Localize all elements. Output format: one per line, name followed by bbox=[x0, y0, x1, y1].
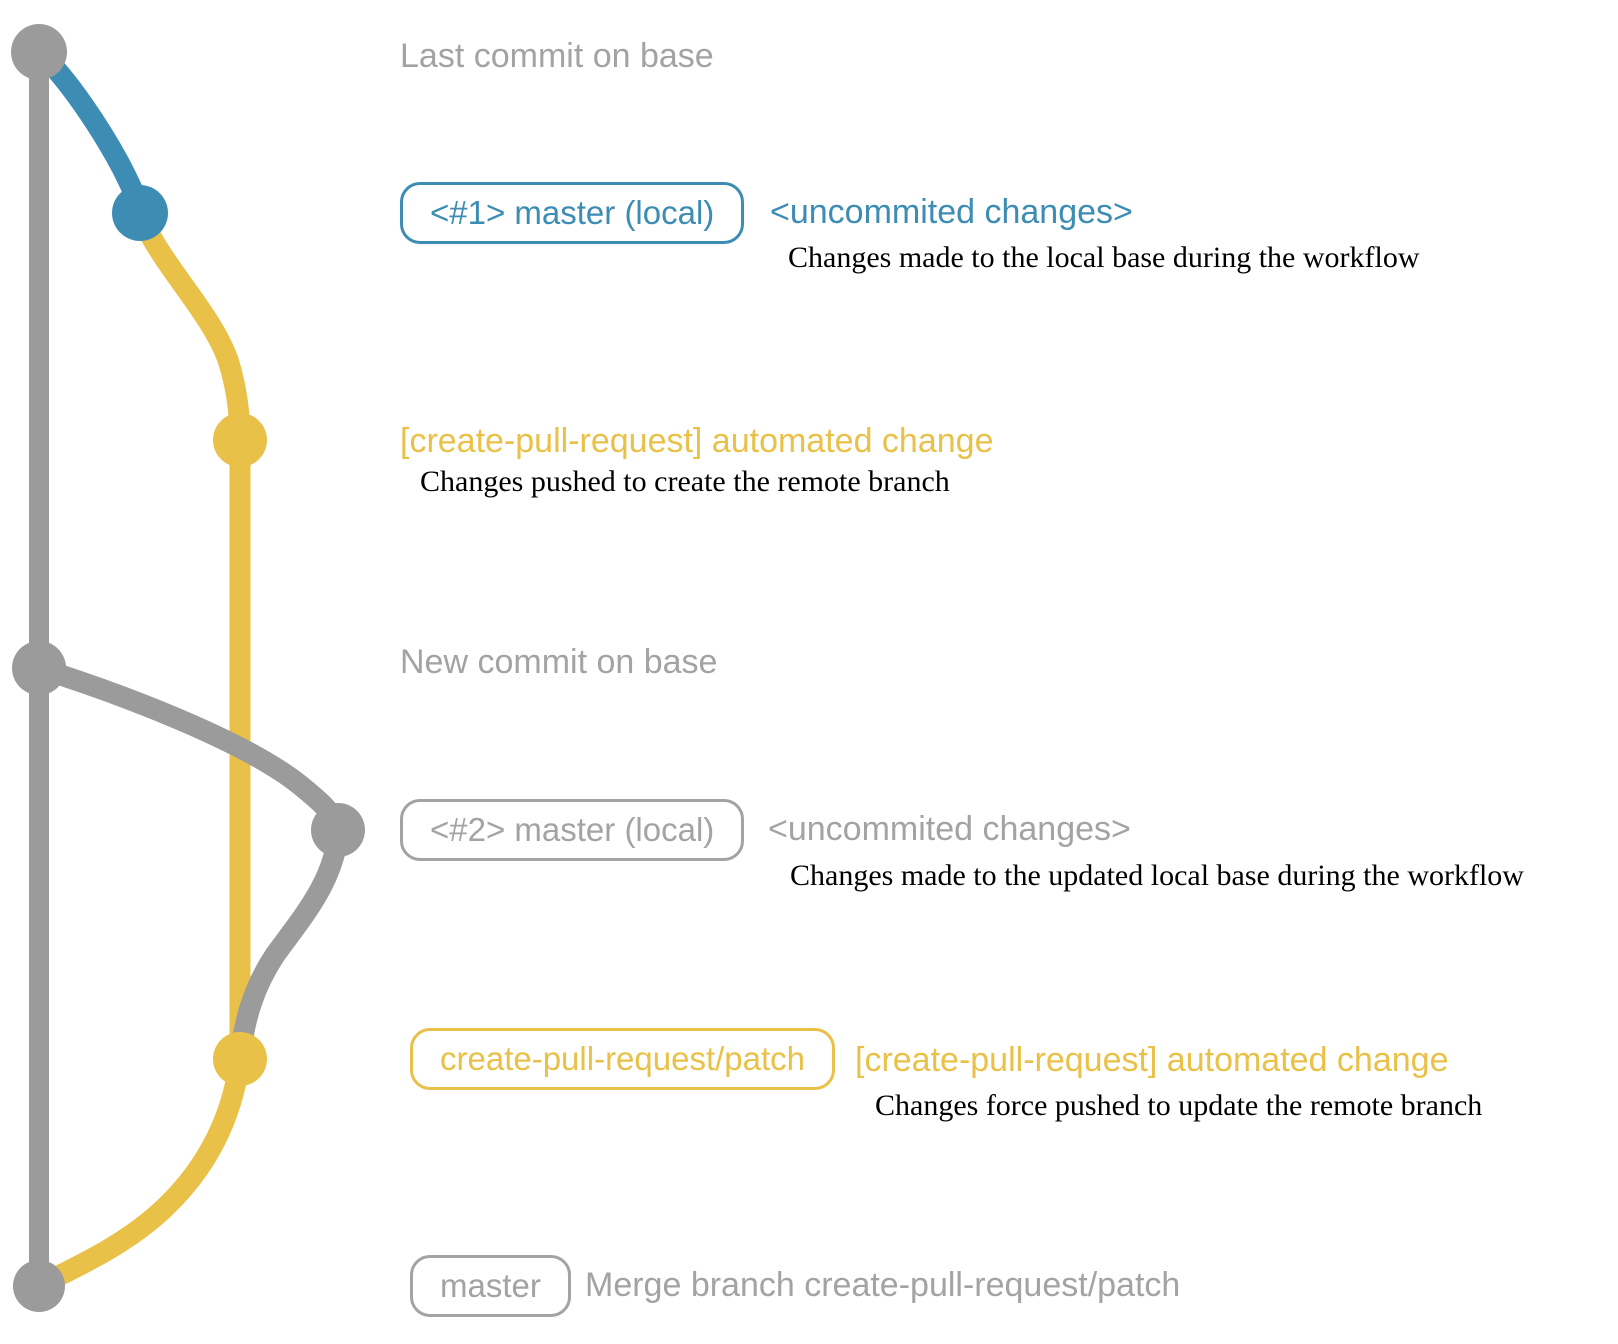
updated-local-branch-line-in bbox=[229, 819, 349, 1070]
updated-local-branch-line-out bbox=[28, 657, 349, 841]
commit-note-uncommited-1: Changes made to the local base during th… bbox=[788, 241, 1420, 274]
remote-patch-branch-line bbox=[28, 202, 251, 1297]
local-master-branch-line bbox=[28, 41, 151, 224]
commit-node-remote-patch-2 bbox=[213, 1032, 267, 1086]
commit-node-remote-patch-1 bbox=[213, 413, 267, 467]
branch-badge-local-master-2: <#2> master (local) bbox=[400, 799, 745, 861]
branch-badge-local-master-1: <#1> master (local) bbox=[400, 182, 745, 244]
commit-node-local-master-1 bbox=[112, 185, 168, 241]
merge-commit-title: Merge branch create-pull-request/patch bbox=[585, 1266, 1181, 1304]
commit-node-local-master-2 bbox=[311, 803, 365, 857]
commit-graph bbox=[11, 24, 365, 1312]
branch-badge-patch: create-pull-request/patch bbox=[410, 1028, 836, 1090]
commit-node-merge bbox=[13, 1260, 65, 1312]
commit-node-last-base bbox=[11, 24, 67, 80]
commit-message-uncommited-1: <uncommited changes> bbox=[770, 193, 1133, 231]
commit-note-automated-2: Changes force pushed to update the remot… bbox=[875, 1089, 1483, 1122]
commit-message-uncommited-2: <uncommited changes> bbox=[768, 810, 1131, 848]
commit-note-automated-1: Changes pushed to create the remote bran… bbox=[420, 465, 950, 498]
last-commit-title: Last commit on base bbox=[400, 37, 714, 75]
commit-note-uncommited-2: Changes made to the updated local base d… bbox=[790, 859, 1524, 892]
commit-message-automated-2: [create-pull-request] automated change bbox=[855, 1041, 1449, 1079]
commit-node-new-base bbox=[12, 641, 66, 695]
new-commit-title: New commit on base bbox=[400, 643, 718, 681]
branch-badge-master: master bbox=[410, 1255, 571, 1317]
commit-message-automated-1: [create-pull-request] automated change bbox=[400, 422, 994, 460]
